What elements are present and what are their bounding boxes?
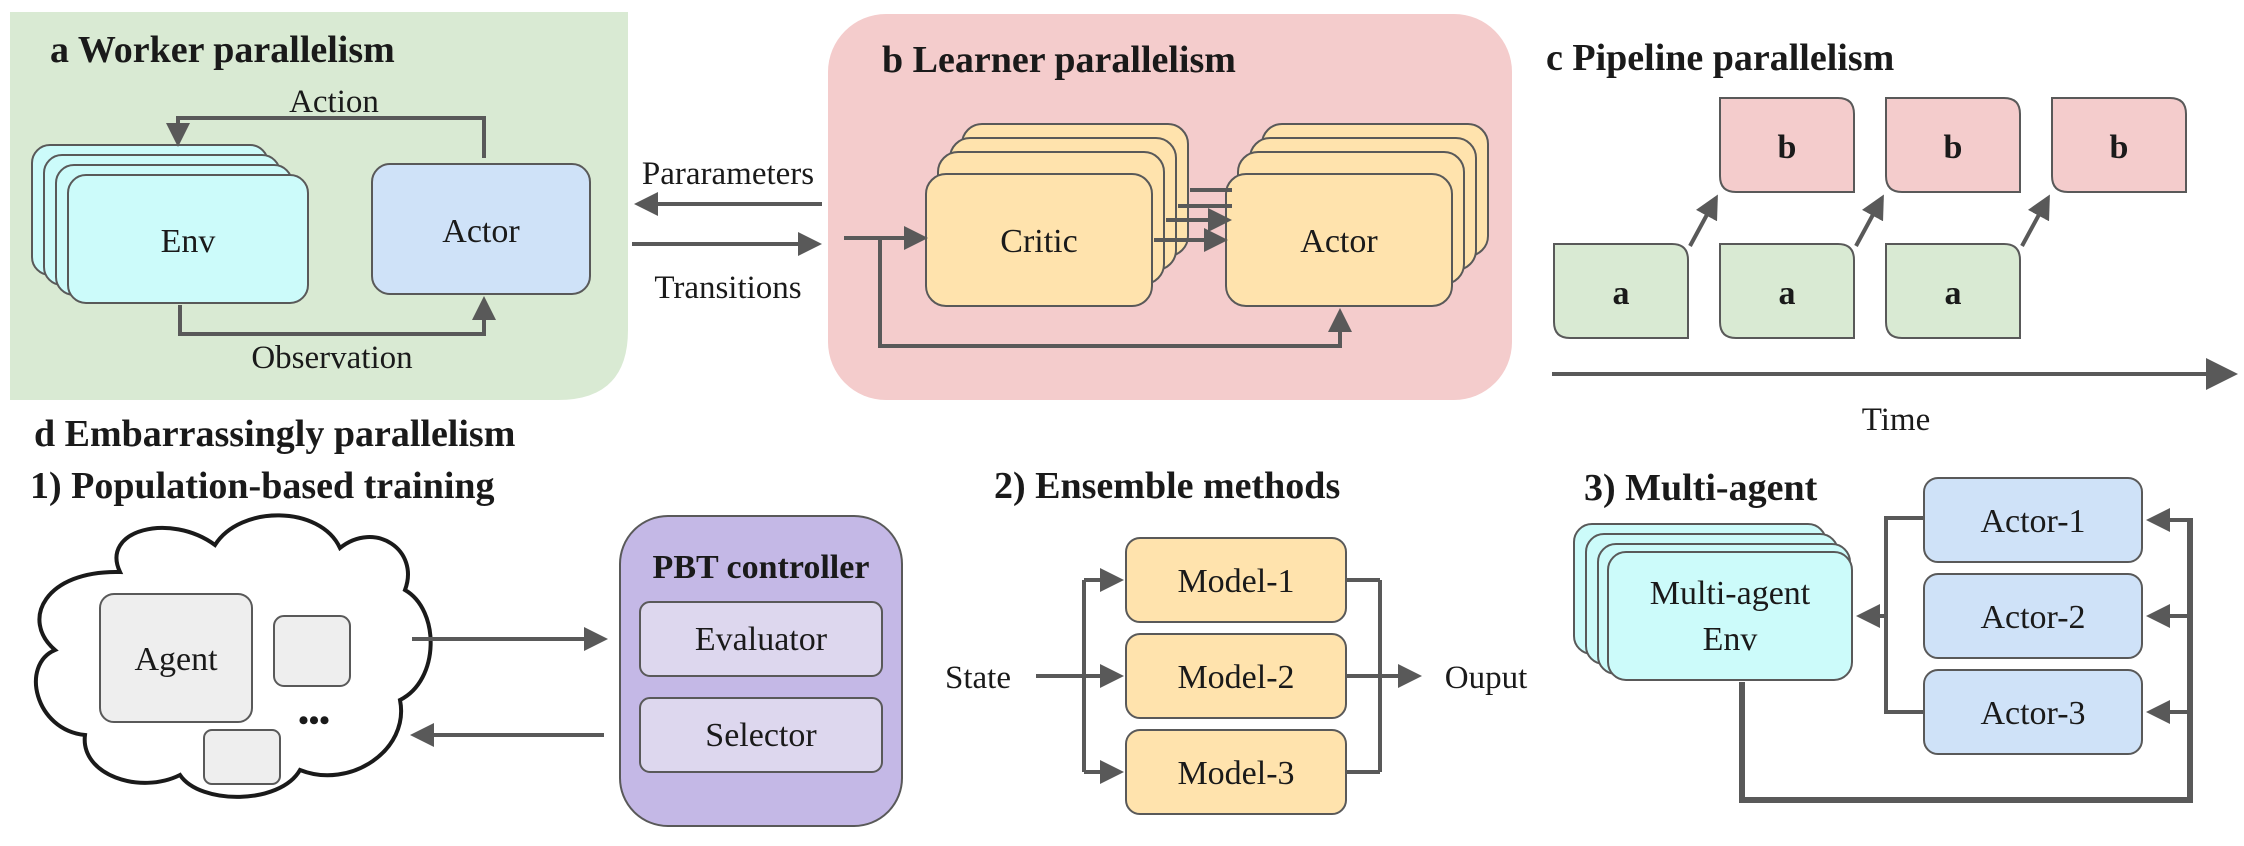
agent-box xyxy=(99,593,253,723)
observation-label: Observation xyxy=(251,340,412,376)
action-arrow xyxy=(166,116,486,158)
multi-agent-env-box xyxy=(1607,551,1853,681)
evaluator-label: Evaluator xyxy=(695,621,828,658)
model-label: Model-1 xyxy=(1177,563,1294,600)
state-label: State xyxy=(945,660,1011,696)
output-label: Ouput xyxy=(1445,660,1528,696)
agent-small-2 xyxy=(203,729,281,785)
ensemble-subtitle: 2) Ensemble methods xyxy=(994,465,1340,507)
ensemble-model-1: Model-1 xyxy=(1084,537,1380,623)
pipeline-stage-a-label: a xyxy=(1779,275,1796,312)
pbt-subtitle: 1) Population-based training xyxy=(30,465,495,507)
agent-label: Agent xyxy=(134,641,218,678)
agent-ellipsis: ••• xyxy=(298,704,330,737)
panel-d-title: d Embarrassingly parallelism xyxy=(34,413,515,455)
pipeline-handoff-arrow xyxy=(1688,194,1718,247)
ma-actor-label: Actor-3 xyxy=(1980,695,2085,732)
time-label: Time xyxy=(1862,402,1930,438)
selector-box xyxy=(639,697,883,773)
critic-label: Critic xyxy=(1000,223,1077,260)
observation-arrow xyxy=(178,296,496,336)
evaluator-box xyxy=(639,601,883,677)
learner-bypass-arrow xyxy=(878,238,1352,348)
pipeline-stage-b-2: b xyxy=(1885,97,2021,193)
pipeline-stage-a-label: a xyxy=(1613,275,1630,312)
model-label: Model-2 xyxy=(1177,659,1294,696)
multi-agent-subtitle: 3) Multi-agent xyxy=(1584,467,1818,509)
pipeline-stages: a b a b a b xyxy=(1553,97,2187,339)
multi-agent-env-line2: Env xyxy=(1703,621,1758,658)
pipeline-stage-b-3: b xyxy=(2051,97,2187,193)
parameters-label: Pararameters xyxy=(642,156,814,192)
action-label: Action xyxy=(289,84,379,120)
pipeline-stage-a-1: a xyxy=(1553,243,1689,339)
pbt-controller-title: PBT controller xyxy=(653,549,870,586)
env-label: Env xyxy=(161,223,216,260)
agent-small-1 xyxy=(273,615,351,687)
panel-c-title: c Pipeline parallelism xyxy=(1546,37,1894,79)
pipeline-stage-a-3: a xyxy=(1885,243,2021,339)
a-b-exchange: Pararameters Transitions xyxy=(632,156,822,306)
ma-actor-2: Actor-2 xyxy=(1923,573,2190,659)
multi-agent-env-line1: Multi-agent xyxy=(1650,575,1811,612)
pipeline-stage-b-label: b xyxy=(1944,129,1963,166)
ma-actor-label: Actor-1 xyxy=(1980,503,2085,540)
selector-label: Selector xyxy=(705,717,817,754)
panel-a-corner xyxy=(558,330,628,400)
pipeline-stage-a-label: a xyxy=(1945,275,1962,312)
pipeline-stage-b-1: b xyxy=(1719,97,1855,193)
actor-label-b: Actor xyxy=(1300,223,1378,260)
panel-a-worker-parallelism: a Worker parallelism Env Actor Action Ob… xyxy=(10,12,628,400)
ma-actor-1: Actor-1 xyxy=(1923,477,2190,563)
env-box xyxy=(67,174,309,304)
panel-d-embarrassingly-parallelism: d Embarrassingly parallelism 1) Populati… xyxy=(30,413,2193,827)
ma-actors-merge-line xyxy=(1884,516,1924,714)
ma-actor-label: Actor-2 xyxy=(1980,599,2085,636)
ensemble-model-2: Model-2 xyxy=(1084,633,1380,719)
pipeline-stage-b-label: b xyxy=(2110,129,2129,166)
pipeline-handoff-arrow xyxy=(2020,194,2050,247)
panel-a-title: a Worker parallelism xyxy=(50,29,395,71)
ensemble-model-3: Model-3 xyxy=(1084,729,1380,815)
panel-c-pipeline-parallelism: c Pipeline parallelism a b a b a b Time xyxy=(1546,37,2238,438)
pipeline-stage-a-2: a xyxy=(1719,243,1855,339)
actor-label-a: Actor xyxy=(442,213,520,250)
ma-actor-3: Actor-3 xyxy=(1923,669,2190,755)
pipeline-stage-b-label: b xyxy=(1778,129,1797,166)
pipeline-handoff-arrow xyxy=(1854,194,1884,247)
ma-observation-loop xyxy=(1739,518,2193,803)
ma-actor-box xyxy=(1923,573,2143,659)
transitions-label: Transitions xyxy=(654,270,801,306)
panel-b-title: b Learner parallelism xyxy=(882,39,1236,81)
panel-b-learner-parallelism: b Learner parallelism Critic Actor xyxy=(828,14,1512,400)
actor-box-a xyxy=(371,163,591,295)
model-label: Model-3 xyxy=(1177,755,1294,792)
